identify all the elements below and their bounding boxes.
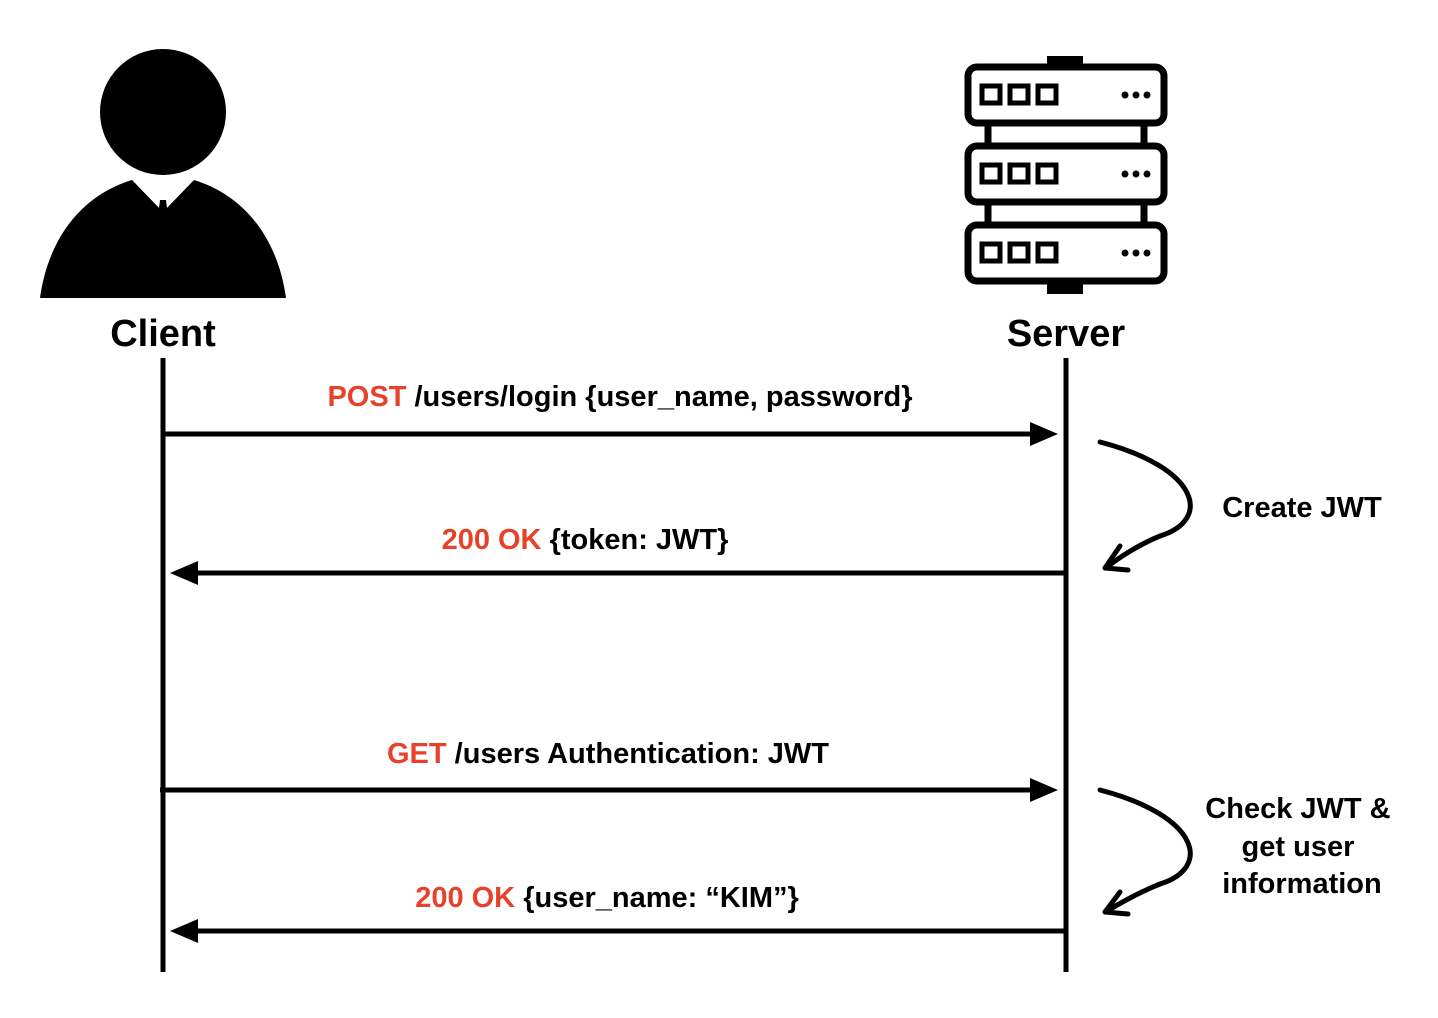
- note-create-jwt: Create JWT: [1222, 492, 1382, 524]
- curved-arrowhead-icon: [1102, 889, 1131, 917]
- message-verb: 200 OK: [415, 882, 515, 914]
- message-text: {user_name: “KIM”}: [515, 882, 799, 914]
- note-line: information: [1222, 868, 1382, 900]
- message-text: {token: JWT}: [542, 524, 729, 556]
- curved-arrowhead-icon: [1102, 543, 1131, 573]
- svg-text:GET /users Authentication: JWT: GET /users Authentication: JWT: [387, 738, 829, 770]
- self-process-arrow-check-jwt: [1097, 787, 1193, 917]
- client-label: Client: [110, 313, 216, 355]
- note-line: Check JWT &: [1205, 793, 1390, 825]
- message-login-response: 200 OK {token: JWT}: [170, 524, 1066, 585]
- server-label: Server: [1007, 313, 1126, 355]
- server-rack-icon: [964, 56, 1168, 294]
- arrowhead-right-icon: [1030, 778, 1058, 802]
- svg-text:200 OK {token: JWT}: 200 OK {token: JWT}: [442, 524, 729, 556]
- arrowhead-left-icon: [170, 919, 198, 943]
- message-verb: 200 OK: [442, 524, 542, 556]
- message-get-users-response: 200 OK {user_name: “KIM”}: [170, 882, 1066, 943]
- message-text: /users Authentication: JWT: [447, 738, 830, 770]
- message-text: /users/login {user_name, password}: [406, 381, 912, 413]
- message-get-users-request: GET /users Authentication: JWT: [160, 738, 1058, 802]
- arrowhead-left-icon: [170, 561, 198, 585]
- message-verb: POST: [327, 381, 406, 413]
- arrowhead-right-icon: [1030, 422, 1058, 446]
- message-verb: GET: [387, 738, 447, 770]
- self-process-arrow-create-jwt: [1097, 439, 1193, 573]
- note-line: Create JWT: [1222, 492, 1382, 524]
- message-login-request: POST /users/login {user_name, password}: [163, 381, 1058, 446]
- note-line: get user: [1242, 831, 1355, 863]
- person-icon: [40, 49, 286, 298]
- svg-text:200 OK {user_name: “KIM”}: 200 OK {user_name: “KIM”}: [415, 882, 799, 914]
- svg-text:POST /users/login {user_name,: POST /users/login {user_name, password}: [327, 381, 912, 413]
- note-check-jwt: Check JWT & get user information: [1205, 793, 1398, 900]
